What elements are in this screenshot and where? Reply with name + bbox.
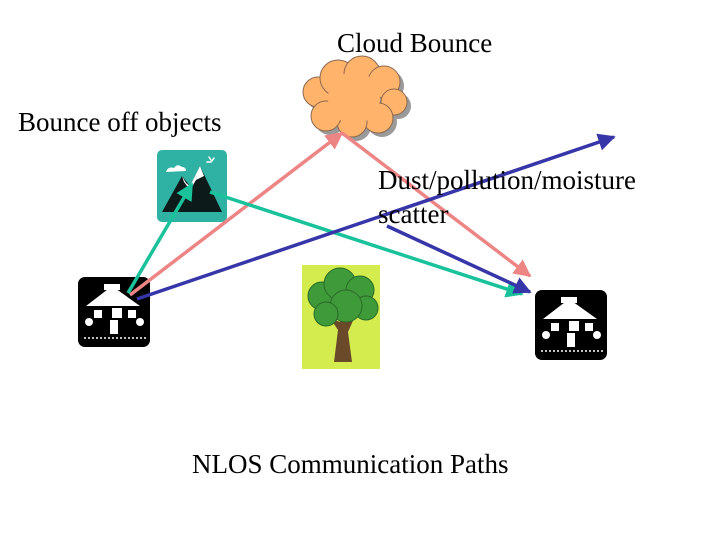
diagram-title: NLOS Communication Paths — [192, 449, 509, 479]
cloud-bounce-path — [128, 131, 532, 297]
scatter-label: Dust/pollution/moisture scatter — [378, 163, 636, 231]
bounce-objects-label: Bounce off objects — [18, 107, 222, 137]
object-bounce-path — [126, 182, 524, 298]
scatter-path — [136, 133, 616, 301]
house-icon — [535, 290, 607, 360]
scatter-label-line1: Dust/pollution/moisture — [378, 165, 637, 195]
cloud-icon — [302, 55, 411, 141]
tree-icon — [302, 265, 380, 369]
cloud-bounce-label: Cloud Bounce — [337, 28, 493, 58]
scatter-label-line2: scatter — [378, 199, 449, 229]
